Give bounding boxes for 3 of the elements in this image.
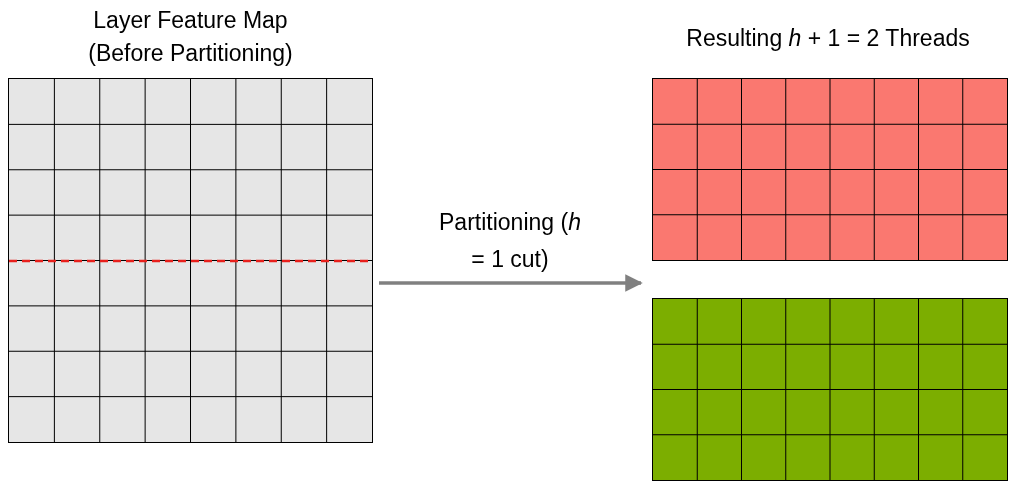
heading: Resulting h + 1 = 2 Threads	[685, 24, 971, 53]
heading: Layer Feature Map (Before Partitioning)	[87, 6, 294, 68]
arrow	[379, 274, 643, 292]
